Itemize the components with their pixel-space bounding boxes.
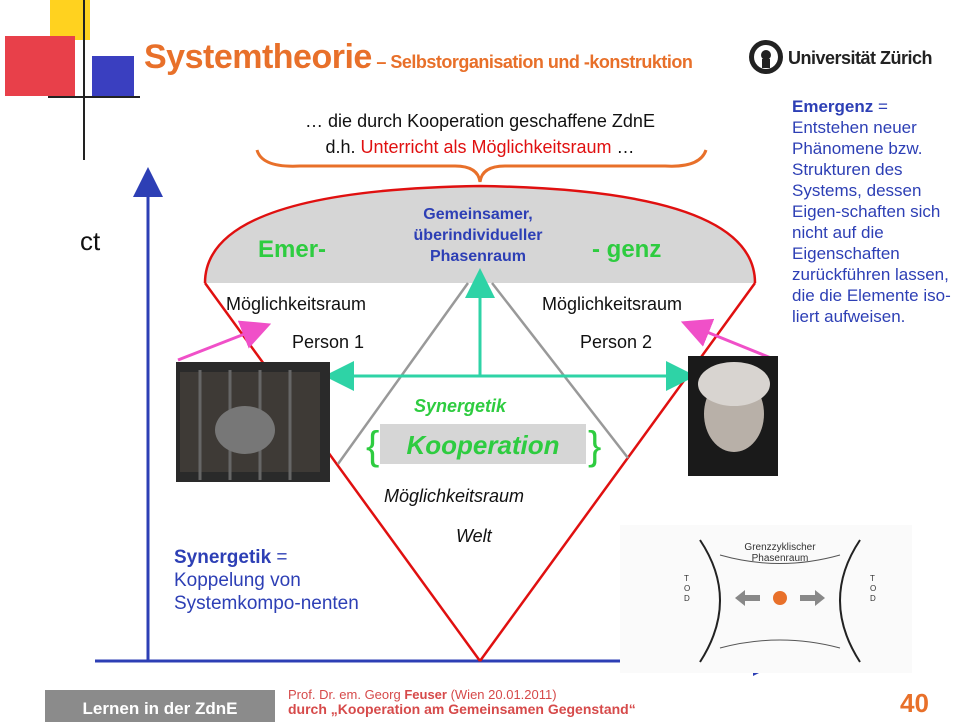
label-genz: - genz bbox=[592, 236, 662, 263]
thumbnail-tod-left: T O D bbox=[684, 574, 691, 603]
label-phase-space: Gemeinsamer, überindividueller Phasenrau… bbox=[390, 204, 566, 267]
thumbnail-title-l2: Phasenraum bbox=[751, 553, 809, 564]
intro-line2-prefix: d.h. bbox=[325, 137, 361, 157]
footer-line1-bold: Feuser bbox=[404, 687, 447, 702]
label-person1: Person 1 bbox=[292, 332, 365, 352]
slide-title: Systemtheorie – Selbstorganisation und -… bbox=[144, 38, 693, 77]
label-mr-left: Möglichkeitsraum bbox=[226, 294, 367, 314]
footer-line1-prefix: Prof. Dr. em. Georg bbox=[288, 687, 405, 702]
university-name: Universität Zürich bbox=[788, 48, 933, 68]
intro-line2: d.h. Unterricht als Möglichkeitsraum … bbox=[230, 134, 730, 160]
title-main: Systemtheorie bbox=[144, 38, 372, 76]
synergetik-term: Synergetik bbox=[174, 547, 272, 568]
kooperation-box bbox=[380, 424, 586, 464]
thumbnail-title-l1: Grenzzyklischer bbox=[744, 542, 816, 553]
emergenz-rest: = Entstehen neuer Phänomene bzw. Struktu… bbox=[792, 97, 951, 326]
intro-text: … die durch Kooperation geschaffene ZdnE… bbox=[230, 108, 730, 160]
synergetik-definition: Synergetik = Koppelung von Systemkompo-n… bbox=[174, 546, 364, 615]
red-square bbox=[5, 36, 75, 96]
phase-l2: überindividueller bbox=[413, 227, 543, 244]
gray-line-right bbox=[491, 282, 629, 459]
arrow-person1 bbox=[177, 320, 272, 362]
emergenz-definition: Emergenz = Entstehen neuer Phänomene bzw… bbox=[792, 96, 956, 327]
thumbnail-title: Grenzzyklischer Phasenraum bbox=[742, 542, 818, 564]
intro-line1: … die durch Kooperation geschaffene ZdnE bbox=[305, 111, 655, 131]
footer-line1-suffix: (Wien 20.01.2011) bbox=[446, 687, 557, 702]
label-kooperation: Kooperation bbox=[406, 430, 560, 460]
thumbnail-phase-space bbox=[620, 525, 912, 673]
phase-space-fill bbox=[205, 186, 755, 283]
page-number: 40 bbox=[900, 688, 929, 718]
emergenz-term: Emergenz bbox=[792, 97, 874, 116]
footer-line1: Prof. Dr. em. Georg Feuser (Wien 20.01.2… bbox=[288, 687, 636, 702]
phase-l1: Gemeinsamer, bbox=[423, 206, 533, 223]
label-person2: Person 2 bbox=[580, 332, 653, 352]
label-synergetik: Synergetik bbox=[414, 396, 507, 416]
footer-credit: Prof. Dr. em. Georg Feuser (Wien 20.01.2… bbox=[288, 687, 636, 717]
brace-right-icon: } bbox=[588, 424, 601, 468]
title-sub: – Selbstorganisation und -konstruktion bbox=[371, 52, 693, 72]
gray-line-left bbox=[336, 282, 470, 465]
university-seal-icon bbox=[749, 40, 783, 74]
label-emer: Emer- bbox=[258, 236, 327, 263]
phase-arc bbox=[203, 184, 757, 284]
intro-line2-suffix: … bbox=[611, 137, 635, 157]
brace-left-icon: { bbox=[366, 424, 379, 468]
corner-decoration bbox=[5, 0, 140, 160]
arrow-person2 bbox=[680, 318, 777, 362]
phase-l3: Phasenraum bbox=[429, 248, 527, 265]
label-welt: Welt bbox=[456, 526, 492, 546]
axis-label-ct: ct bbox=[80, 226, 101, 256]
blue-square bbox=[92, 56, 134, 98]
synergetik-rest: = Koppelung von Systemkompo-nenten bbox=[174, 547, 359, 614]
label-mr-right: Möglichkeitsraum bbox=[542, 294, 683, 314]
footer-label: Lernen in der ZdnE bbox=[45, 690, 275, 722]
brace bbox=[255, 149, 708, 183]
intro-line2-red: Unterricht als Möglichkeitsraum bbox=[360, 137, 612, 157]
label-mr-world: Möglichkeitsraum bbox=[384, 486, 525, 506]
footer-line2: durch „Kooperation am Gemeinsamen Gegens… bbox=[288, 701, 636, 717]
thumbnail-tod-right: T O D bbox=[870, 574, 877, 603]
